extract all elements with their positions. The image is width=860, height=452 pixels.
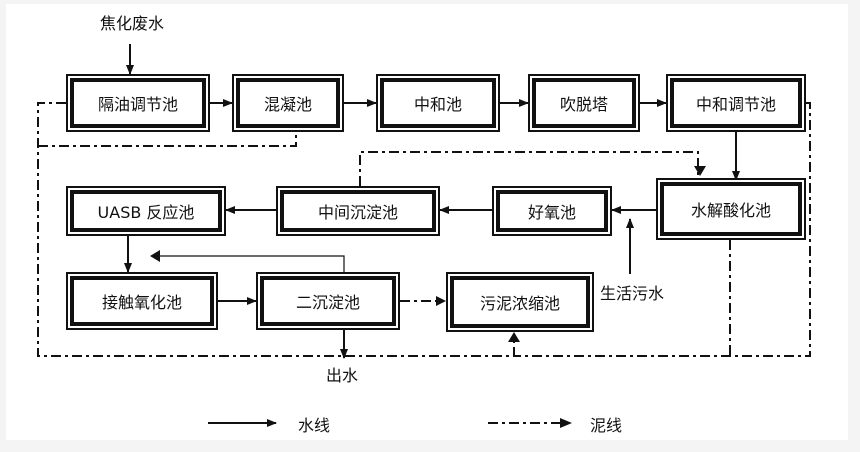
- node-contact-oxidation-tank: 接触氧化池: [66, 272, 218, 330]
- node-hydrolysis-acidification-tank: 水解酸化池: [656, 178, 806, 240]
- node-uasb-reactor: UASB 反应池: [66, 186, 226, 236]
- sludge-line-hydro-input: [359, 151, 699, 186]
- return-line-to-uasb: [160, 255, 345, 272]
- label-effluent: 出水: [326, 366, 359, 385]
- node-coagulation-tank: 混凝池: [232, 74, 344, 132]
- return-arrowhead: [150, 250, 160, 262]
- node-neutralization-adjust-tank: 中和调节池: [666, 74, 806, 132]
- node-stripping-tower: 吹脱塔: [528, 74, 640, 132]
- label-coking-wastewater: 焦化废水: [100, 14, 165, 33]
- node-intermediate-settling-tank: 中间沉淀池: [276, 186, 440, 236]
- sludge-line-right-loop: [514, 102, 811, 357]
- sludge-line-top: [38, 132, 297, 147]
- node-oil-separation-tank: 隔油调节池: [66, 74, 210, 132]
- legend-water-line-label: 水线: [298, 416, 331, 435]
- label-domestic-sewage: 生活污水: [600, 284, 665, 303]
- legend-sludge-line-label: 泥线: [590, 416, 623, 435]
- node-neutralization-tank: 中和池: [376, 74, 500, 132]
- node-aerobic-tank: 好氧池: [492, 186, 612, 236]
- node-sludge-thickening-tank: 污泥浓缩池: [446, 272, 594, 332]
- node-secondary-settling-tank: 二沉淀池: [256, 272, 400, 330]
- sludge-line-left-loop: [37, 102, 515, 357]
